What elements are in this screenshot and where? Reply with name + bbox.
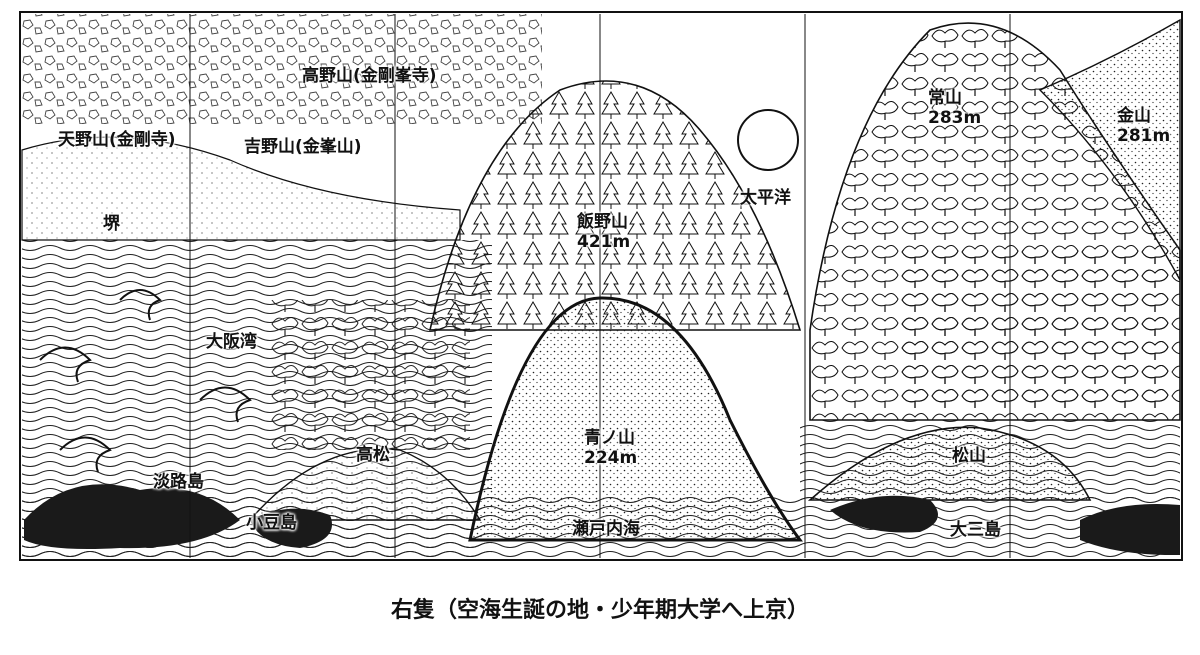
folding-screen-illustration bbox=[19, 11, 1183, 561]
label-setonaikai: 瀬戸内海 bbox=[572, 519, 640, 539]
label-matsuyama: 松山 bbox=[952, 446, 986, 466]
label-yoshinoyama: 吉野山(金峯山) bbox=[244, 137, 362, 157]
label-pacific: 太平洋 bbox=[740, 188, 791, 208]
figure-caption: 右隻（空海生誕の地・少年期大学へ上京） bbox=[390, 598, 809, 623]
label-amanosan: 天野山(金剛寺) bbox=[58, 130, 176, 150]
label-awajishima: 淡路島 bbox=[153, 472, 204, 492]
tsuneyama-height: 283m bbox=[928, 108, 982, 128]
kanayama-height: 281m bbox=[1117, 126, 1171, 146]
label-takamatsu: 高松 bbox=[356, 445, 390, 465]
aonoyama-name: 青ノ山 bbox=[584, 428, 635, 448]
label-iinoyama: 飯野山 421m bbox=[577, 212, 630, 252]
label-tsuneyama: 常山 283m bbox=[928, 88, 981, 128]
iinoyama-height: 421m bbox=[577, 232, 631, 252]
label-sakai: 堺 bbox=[103, 214, 120, 234]
aonoyama-height: 224m bbox=[584, 448, 638, 468]
label-shodoshima: 小豆島 bbox=[246, 513, 297, 533]
label-omishima: 大三島 bbox=[950, 520, 1001, 540]
kanayama-name: 金山 bbox=[1117, 106, 1151, 126]
label-osaka-bay: 大阪湾 bbox=[206, 332, 257, 352]
tsuneyama-name: 常山 bbox=[928, 88, 962, 108]
label-kanayama: 金山 281m bbox=[1117, 106, 1170, 146]
label-koyasan: 高野山(金剛峯寺) bbox=[302, 66, 437, 86]
label-aonoyama: 青ノ山 224m bbox=[584, 428, 637, 468]
iinoyama-name: 飯野山 bbox=[577, 212, 628, 232]
